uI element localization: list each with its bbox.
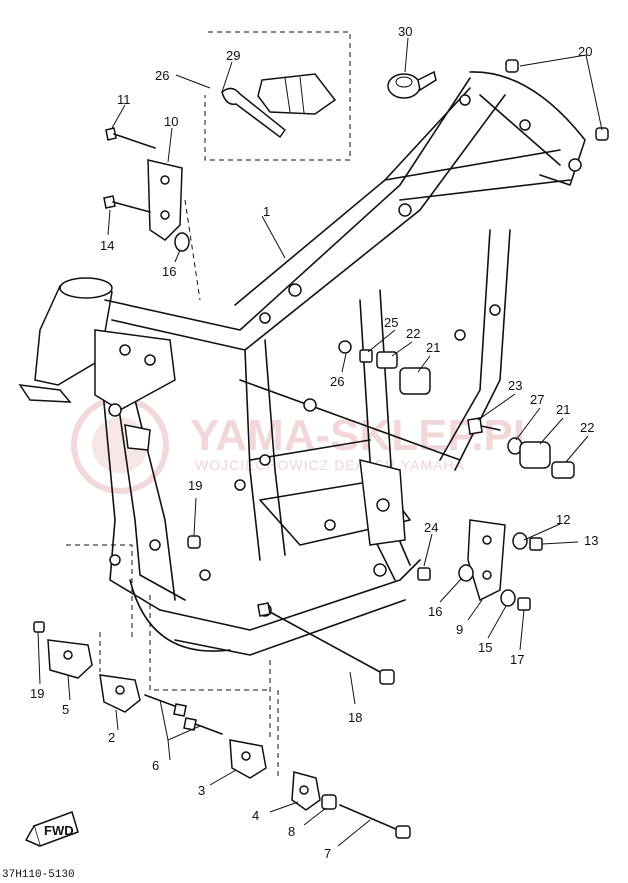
callout-19: 19 (30, 686, 44, 701)
motorcycle-frame (18, 71, 586, 656)
callout-14: 14 (100, 238, 114, 253)
callout-11: 11 (117, 92, 131, 107)
callout-18: 18 (348, 710, 362, 725)
callout-2: 2 (108, 730, 115, 745)
callout-12: 12 (556, 512, 570, 527)
diagram-code: 37H110-5130 (2, 869, 75, 881)
callout-19: 19 (188, 478, 202, 493)
callout-1: 1 (263, 204, 270, 219)
callouts: 1 2 3 4 5 6 7 8 9 10 11 12 13 14 15 16 1… (30, 24, 598, 861)
callout-15: 15 (478, 640, 492, 655)
callout-4: 4 (252, 808, 259, 823)
leader-lines (37, 37, 603, 847)
callout-10: 10 (164, 114, 178, 129)
fwd-arrow: FWD (24, 811, 79, 847)
callout-21: 21 (426, 340, 440, 355)
callout-25: 25 (384, 315, 398, 330)
watermark-text: YAMA-SKLEP.PL (190, 411, 540, 460)
callout-13: 13 (584, 533, 598, 548)
callout-5: 5 (62, 702, 69, 717)
toolkit-box (204, 31, 351, 161)
callout-30: 30 (398, 24, 412, 39)
callout-6: 6 (152, 758, 159, 773)
callout-23: 23 (508, 378, 522, 393)
callout-9: 9 (456, 622, 463, 637)
callout-16: 16 (428, 604, 442, 619)
callout-16: 16 (162, 264, 176, 279)
callout-21: 21 (556, 402, 570, 417)
callout-24: 24 (424, 520, 438, 535)
callout-22: 22 (406, 326, 420, 341)
callout-27: 27 (530, 392, 544, 407)
callout-7: 7 (324, 846, 331, 861)
fwd-label: FWD (44, 823, 74, 838)
callout-22: 22 (580, 420, 594, 435)
callout-3: 3 (198, 783, 205, 798)
callout-26: 26 (330, 374, 344, 389)
callout-29: 29 (226, 48, 240, 63)
loose-parts (33, 59, 609, 839)
callout-17: 17 (510, 652, 524, 667)
callout-8: 8 (288, 824, 295, 839)
callout-20: 20 (578, 44, 592, 59)
watermark-subtext: WOJCIECHOWICZ DEALER YAMAHA (195, 457, 465, 473)
callout-26: 26 (155, 68, 169, 83)
